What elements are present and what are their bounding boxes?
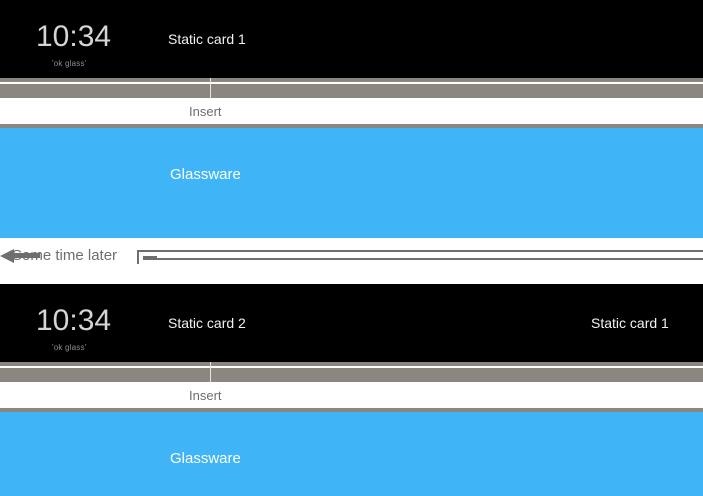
some-time-later-row: Some time later [0, 238, 703, 280]
insert-row-1: Insert [0, 98, 703, 128]
ok-glass-hint-1: 'ok glass' [52, 59, 87, 68]
timeline-track-top-1[interactable] [0, 78, 703, 82]
glassware-band-2: Glassware [0, 412, 703, 496]
timeline-track-gap-2 [0, 366, 703, 368]
static-card-label-1-a: Static card 1 [168, 31, 246, 47]
glassware-band-1: Glassware [0, 128, 703, 238]
timeline-track-main-1[interactable] [0, 84, 703, 98]
home-card-strip-2: 10:34 'ok glass' Static card 2 Static ca… [0, 284, 703, 362]
some-time-later-rule-top [137, 250, 703, 252]
clock-time-1: 10:34 [36, 20, 112, 53]
static-card-label-2-b: Static card 1 [591, 315, 669, 331]
some-time-later-label: Some time later [12, 247, 118, 264]
glassware-label-1: Glassware [170, 166, 241, 183]
some-time-later-rule-bottom [143, 258, 703, 260]
timeline-track-gap-1 [0, 82, 703, 84]
insert-connector-tick-1 [210, 78, 211, 98]
insert-connector-tick-2 [210, 362, 211, 382]
insert-label-2: Insert [189, 388, 222, 403]
glassware-label-2: Glassware [170, 450, 241, 467]
home-card-strip-1: 10:34 'ok glass' Static card 1 [0, 0, 703, 78]
insert-row-2: Insert [0, 382, 703, 412]
timeline-track-top-2[interactable] [0, 362, 703, 366]
glassware-divider-2 [0, 408, 703, 412]
insert-label-1: Insert [189, 104, 222, 119]
arrow-left-stub [6, 253, 40, 258]
static-card-label-2-a: Static card 2 [168, 315, 246, 331]
timeline-track-main-2[interactable] [0, 368, 703, 382]
some-time-later-cap [137, 250, 139, 264]
some-time-later-tail [143, 256, 157, 259]
glassware-divider-1 [0, 124, 703, 128]
clock-time-2: 10:34 [36, 304, 112, 337]
ok-glass-hint-2: 'ok glass' [52, 343, 87, 352]
